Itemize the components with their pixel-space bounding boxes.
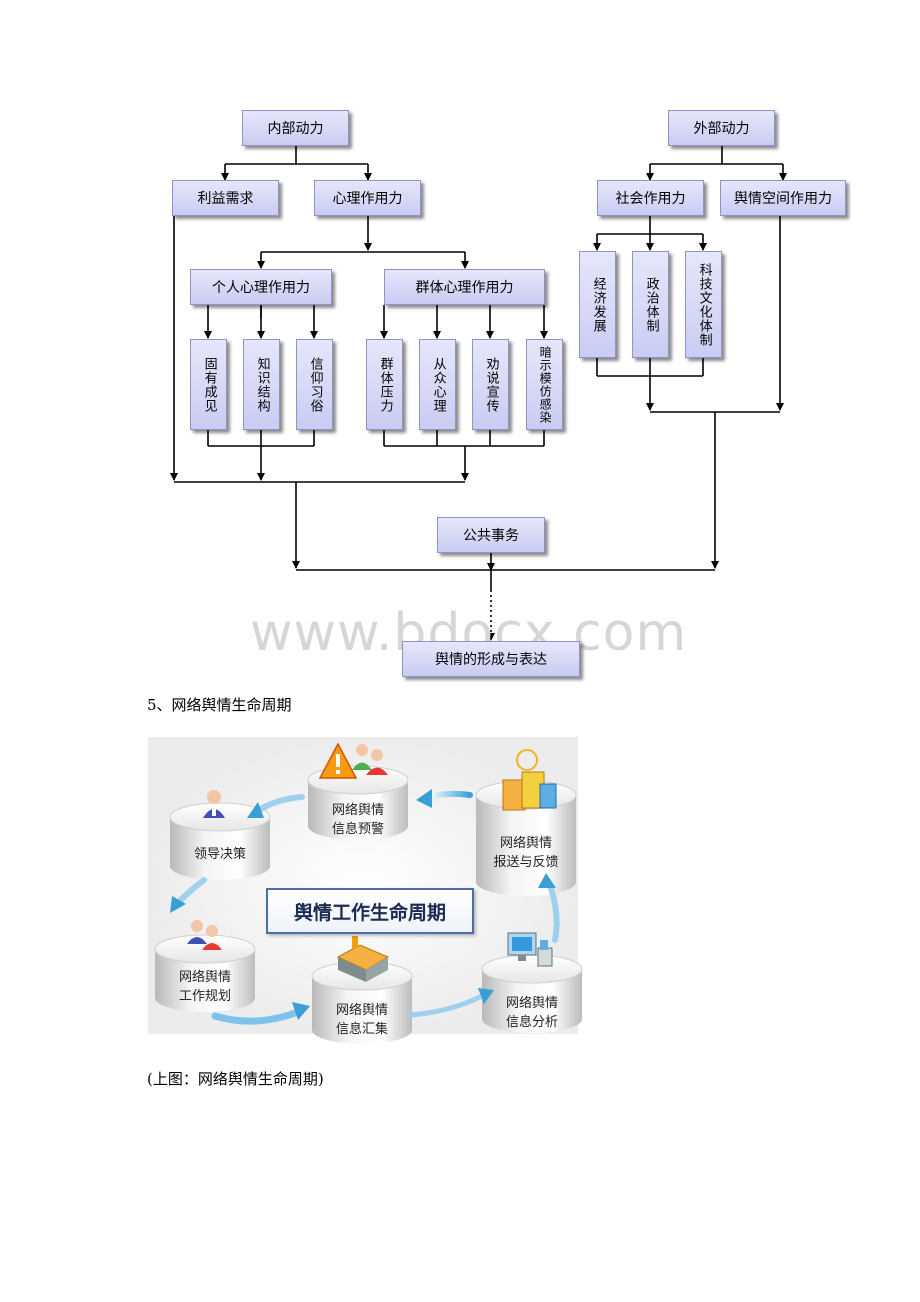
analysis-label-line1: 网络舆情 [505,996,558,1011]
interest-demand-label: 利益需求 [197,191,254,207]
social-item-label: 经济发展 [590,276,606,333]
group-item-box: 暗示模仿感染 [526,339,563,430]
arrow-planning-to-collect [211,1008,302,1025]
arrow-collect-to-analysis [407,993,485,1018]
warning-label: 网络舆情 信息预警 [308,801,408,839]
building-signal-icon [502,749,557,811]
database-collect-icon [336,936,390,982]
leader-label: 领导决策 [170,845,270,864]
psychological-force-box: 心理作用力 [314,180,421,216]
flowchart-connectors [170,146,787,641]
individual-item-box: 知识结构 [243,339,280,430]
report-label: 网络舆情 报送与反馈 [476,834,576,872]
internal-force-box: 内部动力 [242,110,349,146]
group-psych-box: 群体心理作用力 [384,269,545,305]
arrowhead-report [538,873,556,888]
collect-label-line1: 网络舆情 [335,1003,388,1018]
group-item-box: 从众心理 [419,339,456,430]
planning-label-line1: 网络舆情 [178,970,231,985]
interest-demand-box: 利益需求 [172,180,279,216]
public-affairs-box: 公共事务 [437,517,545,553]
cylinder-planning [154,934,256,1012]
opinion-space-force-box: 舆情空间作用力 [720,180,846,216]
arrow-analysis-to-report [547,882,560,943]
figure-caption: (上图：网络舆情生命周期) [147,1070,324,1088]
section-heading: 5、网络舆情生命周期 [147,696,292,714]
internal-force-label: 内部动力 [267,121,324,137]
social-item-label: 科技文化体制 [696,262,712,347]
external-force-label: 外部动力 [693,121,750,137]
individual-item-box: 固有成见 [190,339,227,430]
analysis-label: 网络舆情 信息分析 [482,994,582,1032]
formation-box: 舆情的形成与表达 [402,641,580,677]
warning-label-line2: 信息预警 [331,822,384,837]
report-label-line1: 网络舆情 [499,836,552,851]
individual-item-label: 固有成见 [201,356,217,413]
group-item-label: 从众心理 [430,356,446,413]
group-item-box: 群体压力 [366,339,403,430]
individual-item-box: 信仰习俗 [296,339,333,430]
analysis-label-line2: 信息分析 [505,1015,558,1030]
individual-psych-label: 个人心理作用力 [212,280,310,296]
social-item-box: 政治体制 [632,251,669,358]
collect-label-line2: 信息汇集 [335,1022,388,1037]
warning-icon [318,742,358,779]
social-item-box: 经济发展 [579,251,616,358]
leader-label-line1: 领导决策 [193,847,246,862]
public-affairs-label: 公共事务 [463,528,519,544]
arrowhead-collect [292,1002,310,1020]
formation-label: 舆情的形成与表达 [435,652,547,668]
opinion-space-force-label: 舆情空间作用力 [734,191,832,207]
individual-item-label: 信仰习俗 [307,356,323,413]
psychological-force-label: 心理作用力 [332,191,403,207]
computer-analysis-icon [507,932,553,967]
planning-label: 网络舆情 工作规划 [155,968,255,1006]
arrow-report-to-warning [425,790,473,800]
social-force-box: 社会作用力 [597,180,704,216]
social-force-label: 社会作用力 [615,191,686,207]
arrowhead-analysis [478,988,494,1004]
social-item-label: 政治体制 [643,276,659,333]
group-item-label: 暗示模仿感染 [538,345,553,424]
cycle-title: 舆情工作生命周期 [266,888,474,934]
group-item-label: 群体压力 [377,356,393,413]
warning-label-line1: 网络舆情 [331,803,384,818]
arrowhead-planning [170,896,186,913]
group-psych-label: 群体心理作用力 [415,280,514,296]
individual-item-label: 知识结构 [254,356,270,413]
users-icon [352,744,388,775]
leader-person-icon [203,790,225,818]
individual-psych-box: 个人心理作用力 [190,269,332,305]
arrowhead-leader [247,802,264,818]
collect-label: 网络舆情 信息汇集 [312,1001,412,1039]
group-item-label: 劝说宣传 [483,356,499,413]
group-item-box: 劝说宣传 [472,339,509,430]
external-force-box: 外部动力 [668,110,775,146]
arrowhead-warning [416,789,432,808]
social-item-box: 科技文化体制 [685,251,722,358]
planning-label-line2: 工作规划 [178,989,231,1004]
report-label-line2: 报送与反馈 [493,855,559,870]
team-icon [187,920,222,950]
